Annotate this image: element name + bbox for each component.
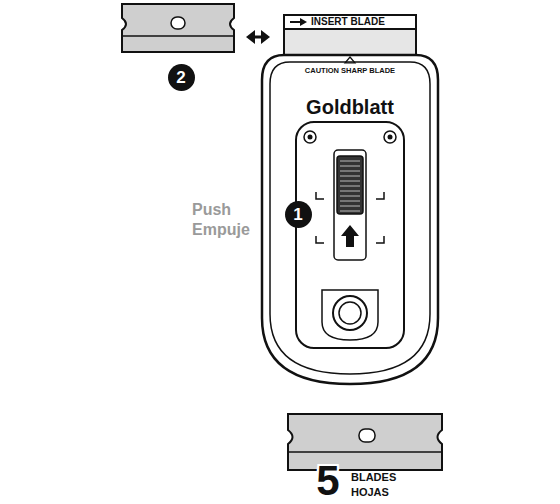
blade-pack [288,414,442,470]
slider-rib [340,176,360,177]
slider-rib [340,211,360,212]
instruction-label: Empuje [192,222,250,238]
instruction-label: Push [192,202,231,218]
brand-name: Goldblatt [306,97,394,117]
warning-label: CAUTION SHARP BLADE [305,67,395,75]
loose-blade [122,4,234,52]
blade-holder [284,15,416,59]
slider-rib [340,206,360,207]
slider-rib [340,196,360,197]
pack-label: HOJAS [351,487,389,498]
callout-number: 2 [176,69,185,86]
scraper-body [262,55,438,384]
pack-label: BLADES [351,472,396,483]
slider-rib [340,161,360,162]
slider-rib [340,201,360,202]
callout-number: 1 [293,206,302,223]
slider-rib [340,171,360,172]
slider-rib [340,191,360,192]
slider-rib [340,181,360,182]
insert-label: INSERT BLADE [311,17,385,27]
slider-rib [340,166,360,167]
slider-rib [340,186,360,187]
callout-circle: 2 [168,64,195,91]
double-arrow [246,30,270,44]
blade-count: 5 [316,460,339,502]
callout-circle: 1 [285,201,312,228]
